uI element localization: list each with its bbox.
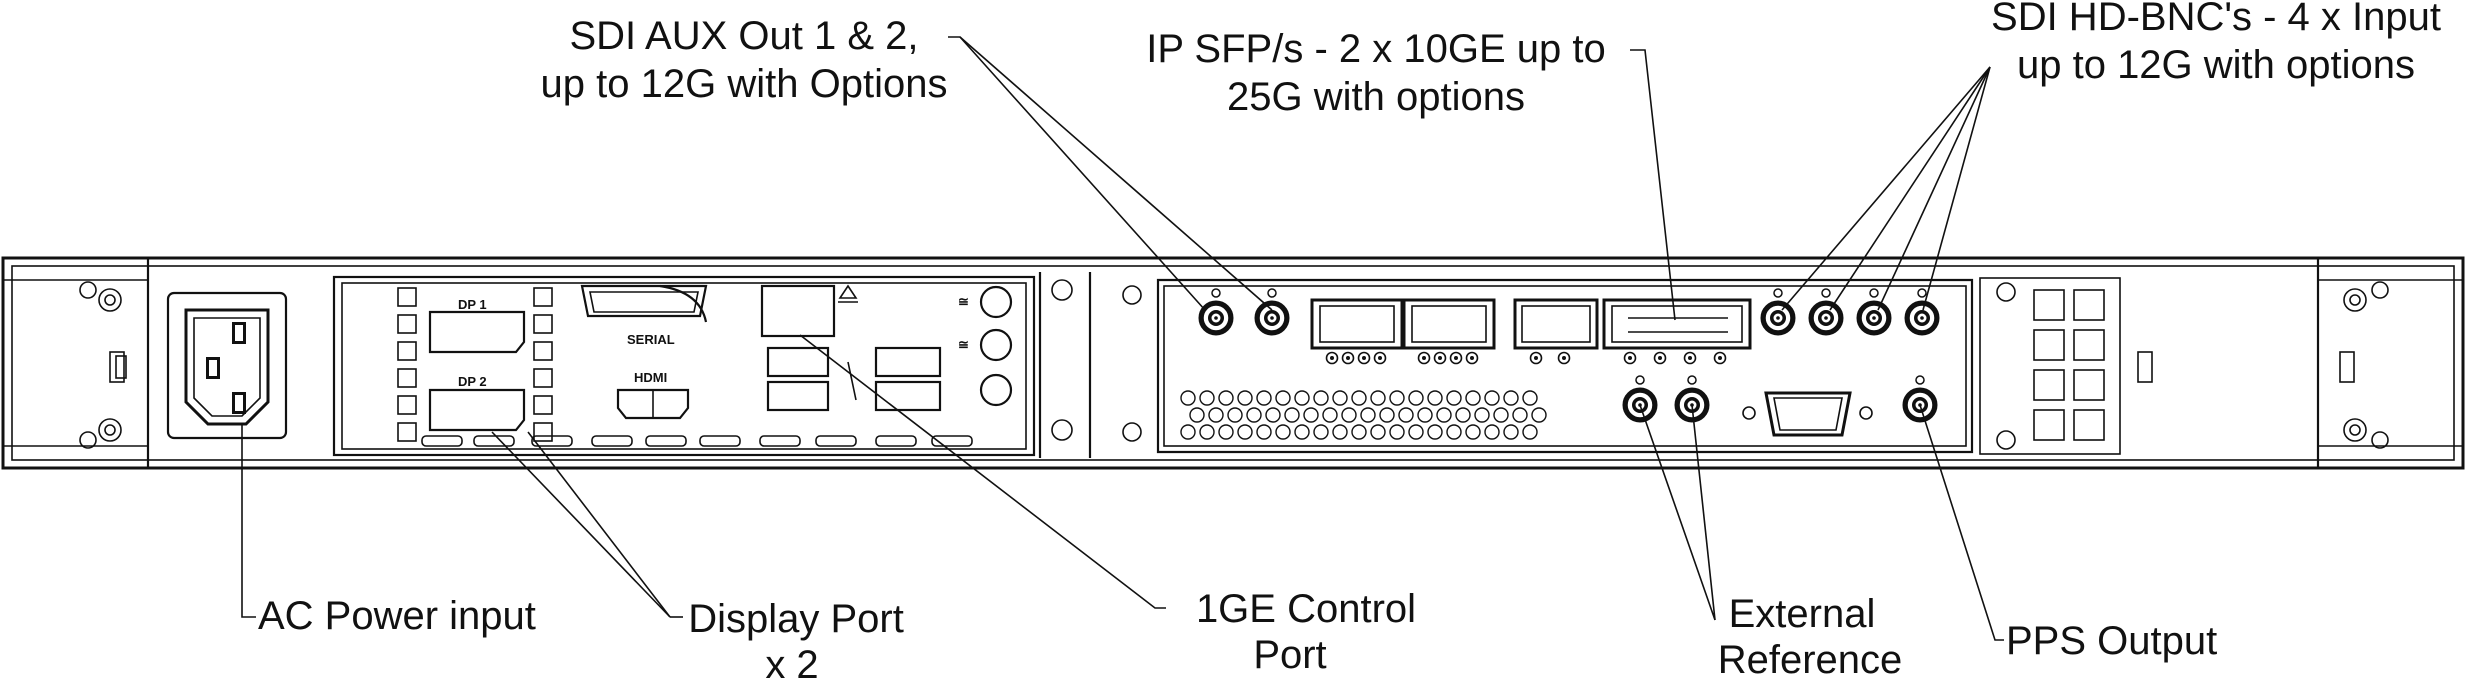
displayport-1: DP 1 (428, 297, 526, 354)
callout-ac-power: AC Power input (258, 594, 536, 638)
hdmi-label: HDMI (634, 370, 667, 385)
status-led (1623, 351, 1637, 365)
mounting-hole (79, 431, 97, 449)
ext-ref-line-1: External (1729, 592, 1876, 636)
leader-lines (241, 36, 2004, 641)
control-port-line-2: Port (1253, 633, 1326, 677)
io-shield: DP 1 DP 2 SERIAL HDMI (332, 275, 1036, 457)
status-led (1465, 351, 1479, 365)
mounting-hole (2371, 281, 2389, 299)
callout-display-port: Display Port x 2 (688, 597, 904, 683)
status-led (1325, 351, 1339, 365)
ip-sfp-line-2: 25G with options (1227, 75, 1525, 119)
callout-sdi-aux: SDI AUX Out 1 & 2, up to 12G with Option… (541, 14, 948, 106)
chassis-outline (1, 256, 2465, 470)
ref-d-connector (1742, 391, 1873, 437)
status-led (1557, 351, 1571, 365)
svg-text:≅: ≅ (958, 337, 969, 352)
io-card (1156, 278, 1974, 454)
status-led (1713, 351, 1727, 365)
status-led (1529, 351, 1543, 365)
ip-sfp-line-1: IP SFP/s - 2 x 10GE up to (1146, 27, 1605, 71)
sdi-aux-line-1: SDI AUX Out 1 & 2, (569, 14, 918, 58)
reference-bnc (1674, 375, 1710, 423)
ac-power-inlet (166, 291, 288, 440)
svg-text:≅: ≅ (958, 294, 969, 309)
sdi-aux-bnc (1254, 288, 1290, 336)
displayport-2: DP 2 (428, 374, 526, 432)
mounting-hole (79, 281, 97, 299)
pps-output-label: PPS Output (2006, 619, 2217, 663)
control-port-line-1: 1GE Control (1196, 587, 1416, 631)
status-led (1653, 351, 1667, 365)
hdmi-port: HDMI (616, 370, 690, 420)
sfp-cages (1310, 298, 1752, 350)
callout-control-port: 1GE Control Port (1196, 587, 1416, 677)
vent-holes (1180, 390, 1547, 440)
status-led (1683, 351, 1697, 365)
ext-ref-line-2: Reference (1718, 638, 1903, 682)
bnc-connectors (1198, 288, 1940, 423)
status-led (1433, 351, 1447, 365)
dp1-label: DP 1 (458, 297, 487, 312)
callout-ip-sfp: IP SFP/s - 2 x 10GE up to 25G with optio… (1146, 27, 1605, 119)
sdi-bnc-line-2: up to 12G with options (2017, 43, 2415, 87)
status-led (1357, 351, 1371, 365)
serial-port: SERIAL (580, 284, 708, 347)
sdi-bnc-line-1: SDI HD-BNC's - 4 x Input (1991, 0, 2441, 39)
sdi-input-bnc (1856, 288, 1892, 336)
sdi-aux-line-2: up to 12G with Options (541, 62, 948, 106)
dp2-label: DP 2 (458, 374, 487, 389)
display-port-line-2: x 2 (765, 643, 818, 683)
audio-jacks: ≅ ≅ (958, 285, 1013, 407)
sdi-input-bnc (1760, 288, 1796, 336)
status-led (1373, 351, 1387, 365)
status-led (1341, 351, 1355, 365)
display-port-line-1: Display Port (688, 597, 904, 641)
status-led (1449, 351, 1463, 365)
sfp-status-leds (1325, 351, 1727, 365)
ac-power-label: AC Power input (258, 594, 536, 638)
chassis (1, 256, 2465, 470)
sdi-aux-bnc (1198, 288, 1234, 336)
sdi-input-bnc (1808, 288, 1844, 336)
right-rack-ear (2137, 281, 2389, 449)
callout-sdi-bnc: SDI HD-BNC's - 4 x Input up to 12G with … (1991, 0, 2441, 87)
pps-bnc (1902, 375, 1938, 423)
ethernet-control-port (760, 284, 858, 338)
serial-label: SERIAL (627, 332, 675, 347)
sdi-input-bnc (1904, 288, 1940, 336)
left-rack-ear (79, 281, 127, 449)
callout-external-reference: External Reference (1718, 592, 1903, 682)
reference-bnc (1622, 375, 1658, 423)
mounting-hole (2371, 431, 2389, 449)
fan-grille (1979, 277, 2121, 455)
callout-pps-output: PPS Output (2006, 619, 2217, 663)
status-led (1417, 351, 1431, 365)
usb-ports (766, 346, 942, 412)
